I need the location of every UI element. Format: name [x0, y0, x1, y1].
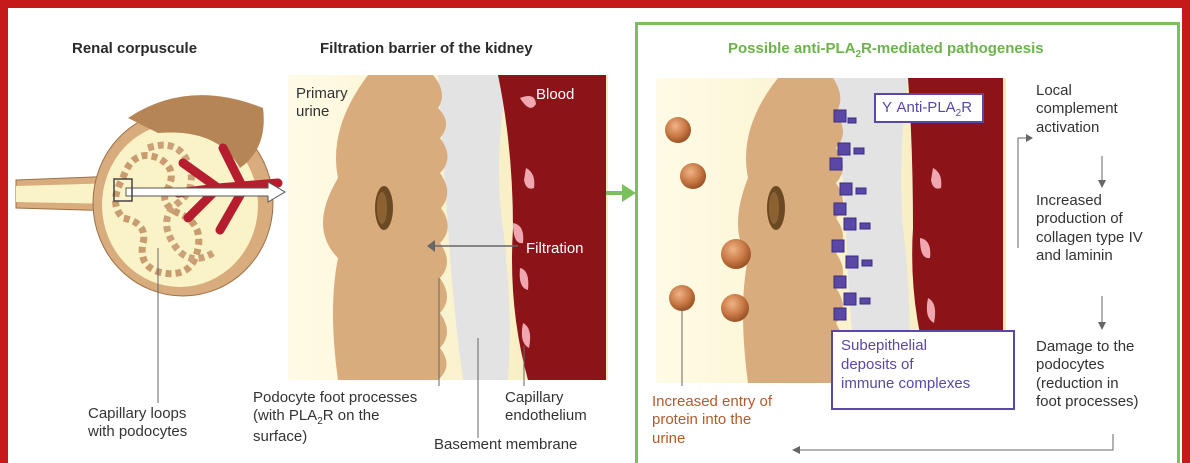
step-collagen-production: Increased production of collagen type IV… [1036, 192, 1143, 265]
step-podocyte-damage: Damage to the podocytes (reduction in fo… [1036, 338, 1139, 411]
step1-line2: complement [1036, 100, 1118, 118]
anti-pla2r-box: Y Anti-PLA2R [874, 93, 984, 123]
sub-deposits-line1: Subepithelial [841, 337, 1005, 356]
pathogenesis-title: Possible anti-PLA2R-mediated pathogenesi… [728, 40, 1044, 61]
blood-label: Blood [536, 86, 574, 104]
anti-pla2r-a: Anti-PLA [896, 99, 955, 116]
primary-urine-label: Primary urine [296, 85, 348, 122]
basement-membrane-label: Basement membrane [434, 436, 577, 454]
antibody-icon: Y [882, 99, 892, 116]
subepithelial-deposits-box: Subepithelial deposits of immune complex… [831, 330, 1015, 410]
step2-line3: collagen type IV [1036, 229, 1143, 247]
step3-line2: podocytes [1036, 356, 1139, 374]
sub-deposits-line2: deposits of [841, 356, 1005, 375]
sub-deposits-line3: immune complexes [841, 375, 1005, 394]
capillary-loops-line1: Capillary loops [88, 405, 187, 423]
pathogenesis-title-b: R-mediated pathogenesis [861, 40, 1044, 57]
step2-line1: Increased [1036, 192, 1143, 210]
protein-entry-label: Increased entry of protein into the urin… [652, 393, 772, 448]
renal-corpuscle-title: Renal corpuscule [72, 40, 197, 58]
podocyte-foot-label: Podocyte foot processes (with PLA2R on t… [253, 389, 417, 447]
renal-corpuscle-illustration [16, 95, 285, 403]
step3-line3: (reduction in [1036, 375, 1139, 393]
primary-urine-line1: Primary [296, 85, 348, 103]
primary-urine-line2: urine [296, 103, 348, 121]
podocyte-line1: Podocyte foot processes [253, 389, 417, 407]
podocyte-line2: (with PLA2R on the [253, 407, 417, 428]
step2-line2: production of [1036, 210, 1143, 228]
capillary-loops-label: Capillary loops with podocytes [88, 405, 187, 442]
protein-line2: protein into the [652, 411, 772, 429]
protein-line1: Increased entry of [652, 393, 772, 411]
step-complement-activation: Local complement activation [1036, 82, 1118, 137]
step1-line3: activation [1036, 119, 1118, 137]
filtration-label: Filtration [526, 240, 584, 258]
capillary-loops-line2: with podocytes [88, 423, 187, 441]
step3-line1: Damage to the [1036, 338, 1139, 356]
step2-line4: and laminin [1036, 247, 1143, 265]
capillary-endo-line2: endothelium [505, 407, 587, 425]
capillary-endothelium-label: Capillary endothelium [505, 389, 587, 426]
capillary-endo-line1: Capillary [505, 389, 587, 407]
anti-pla2r-b: R [961, 99, 972, 116]
step3-line4: foot processes) [1036, 393, 1139, 411]
podocyte-line2-b: R on the [323, 407, 380, 424]
protein-line3: urine [652, 430, 772, 448]
pathogenesis-title-a: Possible anti-PLA [728, 40, 856, 57]
filtration-barrier-title: Filtration barrier of the kidney [320, 40, 533, 58]
transition-arrow [606, 184, 636, 202]
step1-line1: Local [1036, 82, 1118, 100]
podocyte-line3: surface) [253, 428, 417, 446]
podocyte-line2-a: (with PLA [253, 407, 317, 424]
